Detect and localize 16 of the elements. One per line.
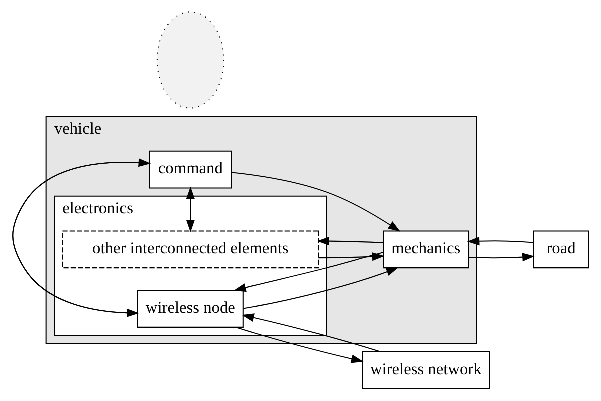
arrow [236, 327, 364, 364]
node-box: wireless node [136, 290, 244, 328]
node-ellipse [156, 12, 224, 109]
node-box: mechanics [382, 230, 469, 269]
node-box: other interconnected elements [62, 230, 319, 269]
arrow [316, 237, 383, 246]
node-box: command [148, 150, 232, 189]
arrow [318, 252, 384, 262]
arrow [233, 252, 383, 292]
node-box: wireless network [362, 352, 490, 390]
arrow [231, 172, 400, 232]
arrow [466, 237, 533, 246]
arrow [468, 253, 534, 262]
arrow [242, 268, 398, 310]
node-box: road [532, 230, 589, 269]
arrow [241, 314, 380, 352]
